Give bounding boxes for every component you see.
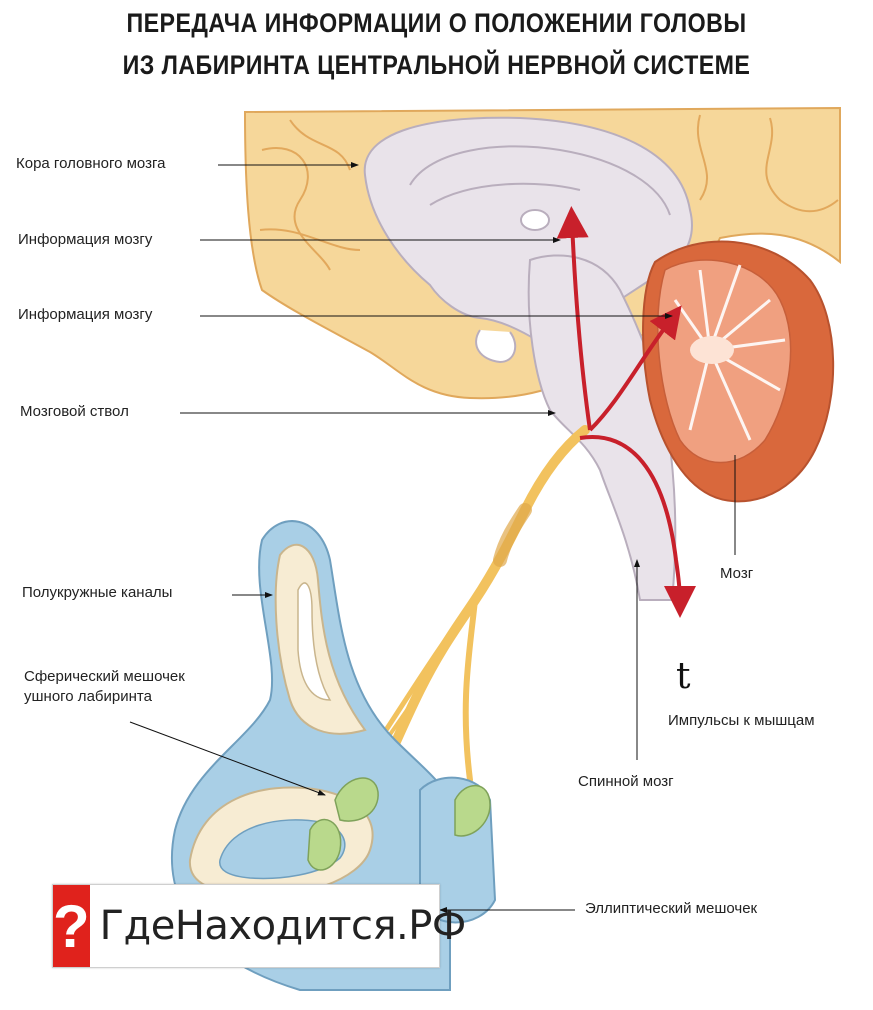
label-info-1: Информация мозгу <box>18 231 152 248</box>
label-canals: Полукружные каналы <box>22 584 172 601</box>
label-saccule-line-1: Сферический мешочек <box>24 668 185 685</box>
label-brain: Мозг <box>720 565 753 582</box>
watermark-text: ГдеНаходится.РФ <box>90 903 466 949</box>
label-impulses: Импульсы к мышцам <box>668 712 815 729</box>
label-spinal-cord: Спинной мозг <box>578 773 674 790</box>
label-brainstem: Мозговой ствол <box>20 403 129 420</box>
label-utricle: Эллиптический мешочек <box>585 900 757 917</box>
label-saccule-line-2: ушного лабиринта <box>24 688 152 705</box>
label-cortex: Кора головного мозга <box>16 155 165 172</box>
question-mark-icon: ? <box>53 885 90 967</box>
watermark-logo: ? ГдеНаходится.РФ <box>52 884 440 968</box>
muscle-symbol: t <box>676 656 691 697</box>
label-info-2: Информация мозгу <box>18 306 152 323</box>
